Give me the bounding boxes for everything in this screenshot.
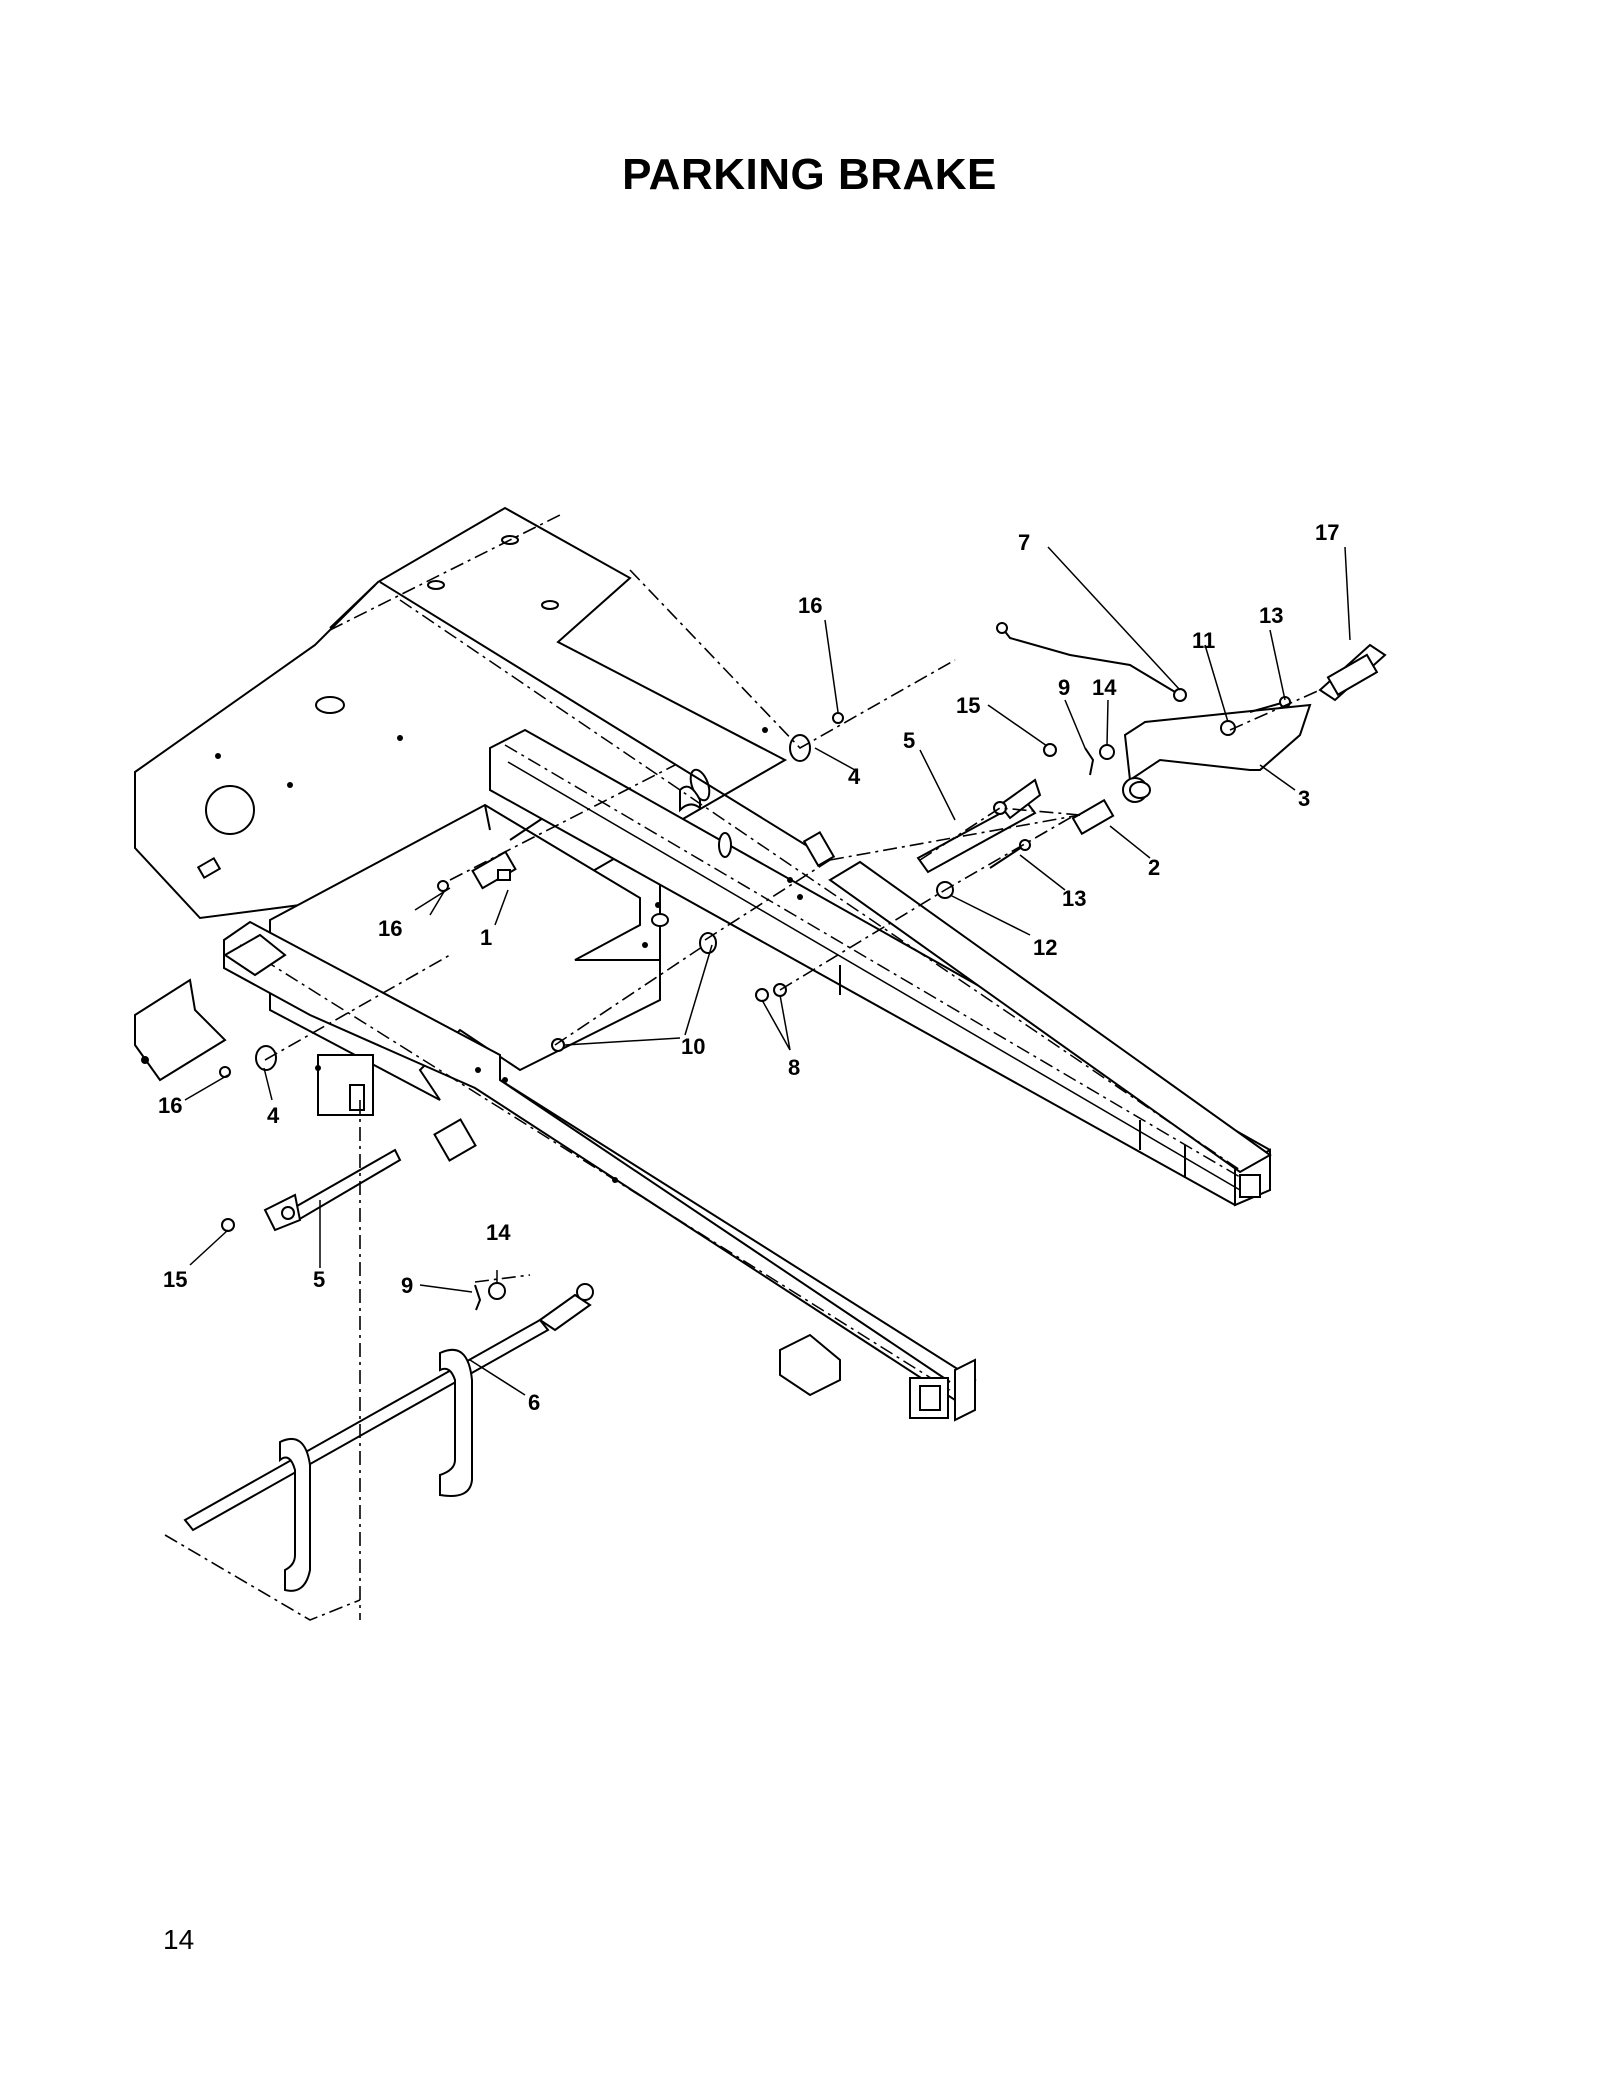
part-10-carriage-bolts [551, 932, 717, 1052]
part-5-lower-shaft [263, 1148, 402, 1232]
callout-14-upper: 14 [1092, 675, 1117, 700]
page-number: 14 [163, 1924, 195, 1955]
callout-2: 2 [1148, 855, 1160, 880]
callout-13-upper: 13 [1259, 603, 1283, 628]
callout-9-lower: 9 [401, 1273, 413, 1298]
callout-16-top: 16 [798, 593, 822, 618]
left-frame-rail [223, 920, 977, 1422]
page-title: PARKING BRAKE [622, 150, 997, 199]
callout-9-upper: 9 [1058, 675, 1070, 700]
callout-16-middle: 16 [378, 916, 402, 941]
callout-4-upper: 4 [848, 764, 861, 789]
callout-16-lower: 16 [158, 1093, 182, 1118]
callout-12: 12 [1033, 935, 1057, 960]
part-17-decal [1318, 643, 1387, 702]
callout-6: 6 [528, 1390, 540, 1415]
callout-7: 7 [1018, 530, 1030, 555]
part-1-brake-switch [471, 850, 517, 890]
callout-3: 3 [1298, 786, 1310, 811]
part-8-bolts [755, 983, 787, 1002]
callout-11: 11 [1192, 628, 1215, 653]
part-9-hairpins [474, 747, 1095, 1311]
part-4-bushings [255, 734, 811, 1071]
part-14-washer-lower [488, 1282, 506, 1300]
callout-10: 10 [681, 1034, 705, 1059]
callout-17: 17 [1315, 520, 1339, 545]
callout-1: 1 [480, 925, 492, 950]
part-15-nuts [221, 743, 1057, 1232]
callout-labels: 1 2 3 4 4 5 5 6 7 8 9 9 10 11 12 13 13 1… [158, 520, 1339, 1415]
leader-lines [184, 546, 1351, 1396]
callout-5-lower: 5 [313, 1267, 325, 1292]
upper-frame-rail [379, 581, 1272, 1174]
right-frame-rail [489, 727, 1271, 1207]
callout-13-lower: 13 [1062, 886, 1086, 911]
part-3-lever-arm [1122, 703, 1312, 803]
left-side-bracket [134, 978, 227, 1082]
callout-4-lower: 4 [267, 1103, 280, 1128]
callout-15-lower: 15 [163, 1267, 187, 1292]
callout-14-lower: 14 [486, 1220, 511, 1245]
part-14-washer-upper [1099, 744, 1115, 760]
assembly-centerlines [164, 514, 1321, 1621]
part-2-spacer [1071, 798, 1115, 836]
callout-15-upper: 15 [956, 693, 980, 718]
part-16-screws [219, 712, 844, 1078]
part-6-pedal-assembly [183, 1283, 594, 1592]
callout-8: 8 [788, 1055, 800, 1080]
callout-5-upper: 5 [903, 728, 915, 753]
